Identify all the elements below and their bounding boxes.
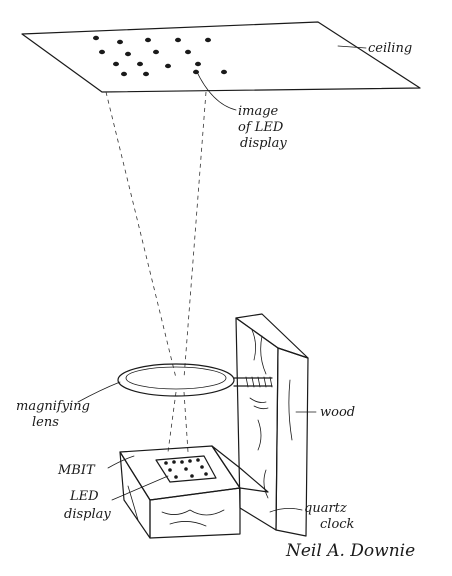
- led-image-dot: [175, 37, 181, 43]
- raised-deck: [211, 445, 269, 493]
- led-image-dot: [117, 39, 123, 45]
- label-wood: wood: [320, 405, 355, 420]
- led-image-dot: [137, 61, 143, 67]
- label-ceiling: ceiling: [368, 41, 412, 56]
- ceiling-plane: [21, 21, 421, 93]
- label-image-line2: of LED: [238, 120, 284, 135]
- led-display-board: [155, 455, 217, 483]
- label-clock-line2: clock: [320, 517, 355, 532]
- author-signature: Neil A. Downie: [285, 541, 415, 561]
- led-image-dot: [153, 49, 159, 55]
- projection-ray-left: [105, 91, 177, 379]
- led-pixel: [200, 465, 204, 469]
- led-image-dot: [195, 61, 201, 67]
- projection-ray-right: [183, 91, 207, 379]
- lens-handle-grip: [245, 376, 273, 388]
- led-image-dot: [165, 63, 171, 69]
- led-pixel: [190, 474, 194, 478]
- wood-board-side: [235, 317, 279, 531]
- label-led-line2: display: [64, 507, 111, 522]
- led-pixel: [172, 460, 176, 464]
- led-pixel: [164, 461, 168, 465]
- label-led-line1: LED: [69, 489, 99, 504]
- focus-ray-left: [167, 391, 177, 453]
- led-image-dot: [205, 37, 211, 43]
- lens-pointer: [77, 381, 121, 403]
- lens-shadow: [249, 397, 269, 410]
- mbit-pointer: [107, 455, 135, 469]
- led-pixel: [188, 459, 192, 463]
- base-box: [119, 445, 269, 539]
- led-pointer: [111, 475, 169, 501]
- image-pointer: [195, 69, 237, 111]
- magnifying-lens: [117, 363, 273, 410]
- led-matrix: [164, 458, 208, 479]
- led-image-dot: [145, 37, 151, 43]
- led-pixel: [196, 458, 200, 462]
- focus-ray-right: [183, 391, 189, 453]
- led-image-dots: [93, 35, 227, 77]
- led-image-dot: [143, 71, 149, 77]
- led-pixel: [204, 472, 208, 476]
- box-shading: [127, 485, 225, 527]
- led-pixel: [184, 467, 188, 471]
- led-image-dot: [113, 61, 119, 67]
- led-image-dot: [221, 69, 227, 75]
- led-pixel: [168, 468, 172, 472]
- label-lens-line2: lens: [32, 415, 59, 430]
- lens-rim-inner: [125, 366, 227, 390]
- led-image-dot: [125, 51, 131, 57]
- label-image-line3: display: [240, 136, 287, 151]
- lens-rim-outer: [117, 363, 235, 397]
- wood-board-top: [235, 313, 309, 359]
- ceiling-pointer: [337, 45, 367, 49]
- led-image-dot: [93, 35, 99, 41]
- wooden-board: [235, 313, 309, 537]
- label-image-line1: image: [238, 104, 279, 119]
- box-side: [119, 451, 151, 539]
- label-mbit: MBIT: [57, 463, 96, 478]
- label-lens-line1: magnifying: [16, 399, 90, 414]
- led-pixel: [180, 460, 184, 464]
- led-pixel: [174, 475, 178, 479]
- led-image-dot: [121, 71, 127, 77]
- led-image-dot: [99, 49, 105, 55]
- clock-pointer: [269, 508, 303, 513]
- label-clock-line1: quartz: [304, 501, 347, 516]
- wood-grain: [251, 329, 293, 499]
- led-image-dot: [185, 49, 191, 55]
